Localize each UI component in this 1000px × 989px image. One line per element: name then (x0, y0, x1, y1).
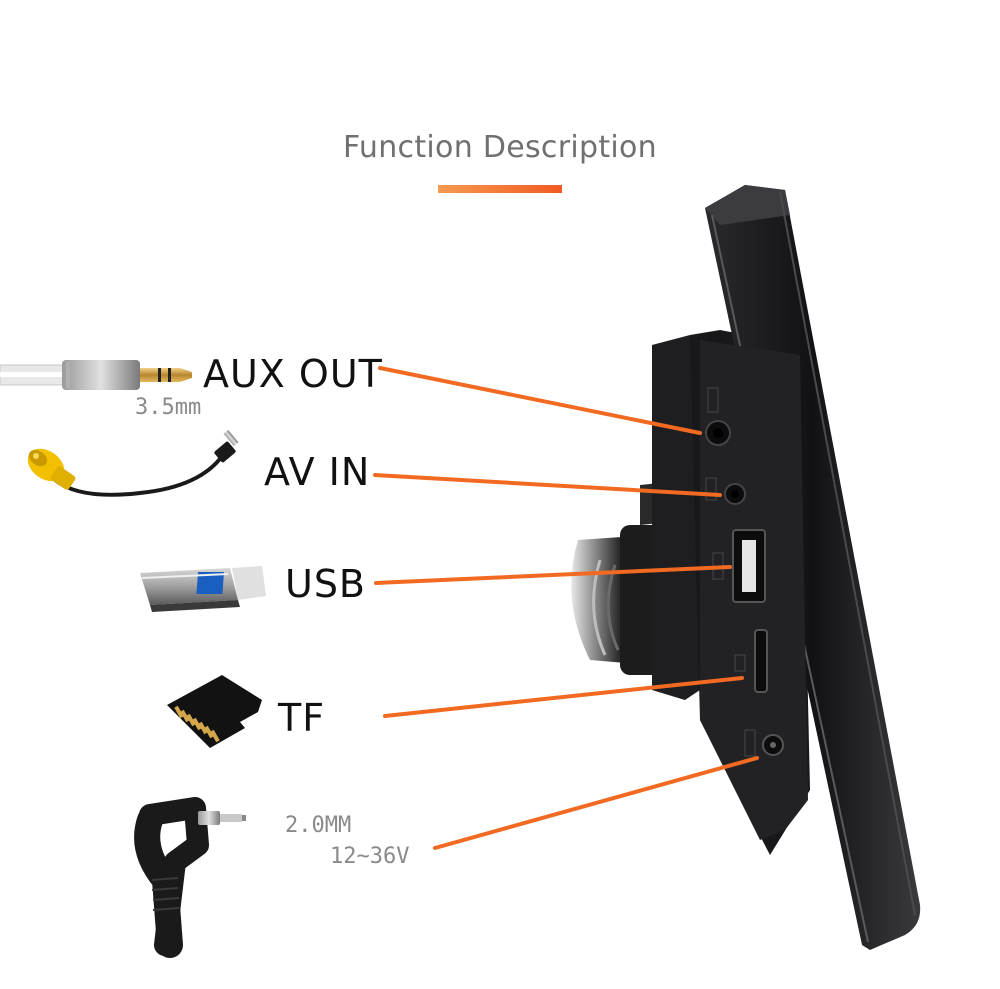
pointer-aux (378, 366, 702, 435)
title-underline (438, 185, 562, 193)
tf-label: TF (278, 696, 326, 740)
aux-size-label: 3.5mm (135, 395, 202, 420)
section-title: Function Description (343, 130, 657, 165)
pointer-av (373, 473, 722, 497)
pointer-usb (374, 565, 732, 585)
usb-drive-icon (140, 566, 266, 612)
aux-cable-icon (0, 360, 192, 390)
dc-voltage-label: 12~36V (330, 844, 410, 869)
pointer-lines (373, 366, 759, 850)
av-cable-icon (27, 429, 239, 497)
dc-size-label: 2.0MM (285, 813, 352, 838)
pointer-tf (383, 676, 744, 718)
aux-out-label: AUX OUT (203, 352, 383, 396)
dc-plug-icon (134, 797, 246, 958)
pointer-dc (433, 756, 759, 850)
monitor-device-icon (652, 185, 921, 950)
usb-label: USB (285, 562, 367, 606)
tf-card-icon (167, 675, 262, 748)
av-in-label: AV IN (264, 450, 371, 494)
